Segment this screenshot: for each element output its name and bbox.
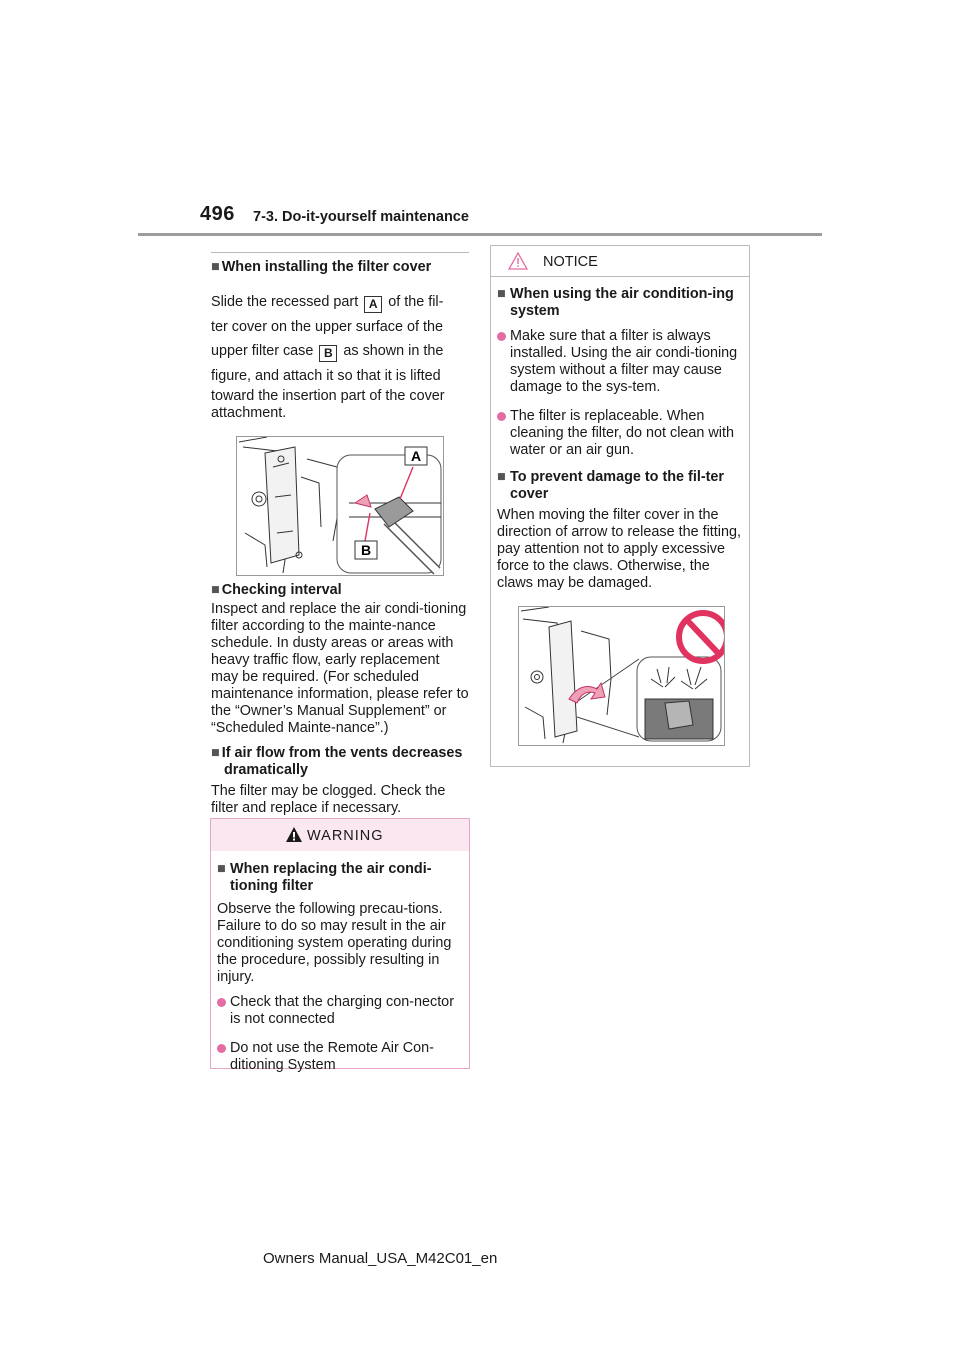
section-title: 7-3. Do-it-yourself maintenance xyxy=(253,209,469,225)
warning-title: WARNING xyxy=(307,828,384,844)
page-number: 496 xyxy=(200,203,235,225)
warning-triangle-icon xyxy=(286,827,302,842)
section-divider xyxy=(211,252,469,253)
warning-text: Observe the following precau-tions. Fail… xyxy=(217,901,452,985)
square-bullet-icon: ■ xyxy=(211,582,220,598)
warning-bullet: Do not use the Remote Air Con-ditioning … xyxy=(217,1040,463,1074)
notice-bullet: The filter is replaceable. When cleaning… xyxy=(497,408,743,459)
claw-damage-illustration xyxy=(520,606,730,744)
notice-text: When moving the filter cover in the dire… xyxy=(497,507,741,591)
warning-box: WARNING ■When replacing the air condi-ti… xyxy=(210,818,470,1073)
installing-text: Slide the recessed part A of the fil- te… xyxy=(211,294,445,421)
square-bullet-icon: ■ xyxy=(497,469,506,485)
label-a-badge: A xyxy=(364,296,383,313)
warning-bullet: Check that the charging con-nector is no… xyxy=(217,994,463,1028)
notice-body: ■When using the air condition-ing system… xyxy=(491,277,749,746)
installing-heading: ■When installing the filter cover xyxy=(211,259,432,275)
notice-heading-2: ■To prevent damage to the fil-ter cover xyxy=(497,469,725,502)
square-bullet-icon: ■ xyxy=(217,861,226,877)
notice-heading-1: ■When using the air condition-ing system xyxy=(497,286,734,319)
filter-cover-figure: A B xyxy=(236,436,444,576)
bullet-dot-icon xyxy=(497,332,506,341)
leader-line-a xyxy=(399,466,414,500)
warning-header: WARNING xyxy=(211,819,469,851)
airflow-heading: ■If air flow from the vents decreases dr… xyxy=(211,745,463,778)
figure-label-a: A xyxy=(411,448,421,464)
bullet-dot-icon xyxy=(217,998,226,1007)
airflow-text: The filter may be clogged. Check the fil… xyxy=(211,783,446,816)
leader-line-b xyxy=(364,512,371,542)
square-bullet-icon: ■ xyxy=(497,286,506,302)
square-bullet-icon: ■ xyxy=(211,259,220,275)
checking-heading: ■Checking interval xyxy=(211,582,342,598)
footer-label: Owners Manual_USA_M42C01_en xyxy=(263,1250,498,1267)
bullet-dot-icon xyxy=(497,412,506,421)
warning-heading: ■When replacing the air condi-tioning fi… xyxy=(217,861,432,894)
prohibition-icon xyxy=(676,610,730,664)
notice-title: NOTICE xyxy=(543,254,598,270)
square-bullet-icon: ■ xyxy=(211,745,220,761)
checking-text: Inspect and replace the air condi-tionin… xyxy=(211,601,469,736)
notice-box: NOTICE ■When using the air condition-ing… xyxy=(490,245,750,767)
bullet-dot-icon xyxy=(217,1044,226,1053)
notice-header: NOTICE xyxy=(491,246,749,277)
warning-body: ■When replacing the air condi-tioning fi… xyxy=(211,851,469,1074)
filter-cover-illustration: A B xyxy=(238,436,442,575)
header-rule xyxy=(138,233,822,236)
figure-label-b: B xyxy=(361,542,371,558)
caution-triangle-icon xyxy=(508,252,528,270)
notice-bullet: Make sure that a filter is always instal… xyxy=(497,328,743,396)
left-column: ■When installing the filter cover Slide … xyxy=(211,252,469,817)
label-b-badge: B xyxy=(319,345,338,362)
claw-damage-figure xyxy=(518,606,730,746)
